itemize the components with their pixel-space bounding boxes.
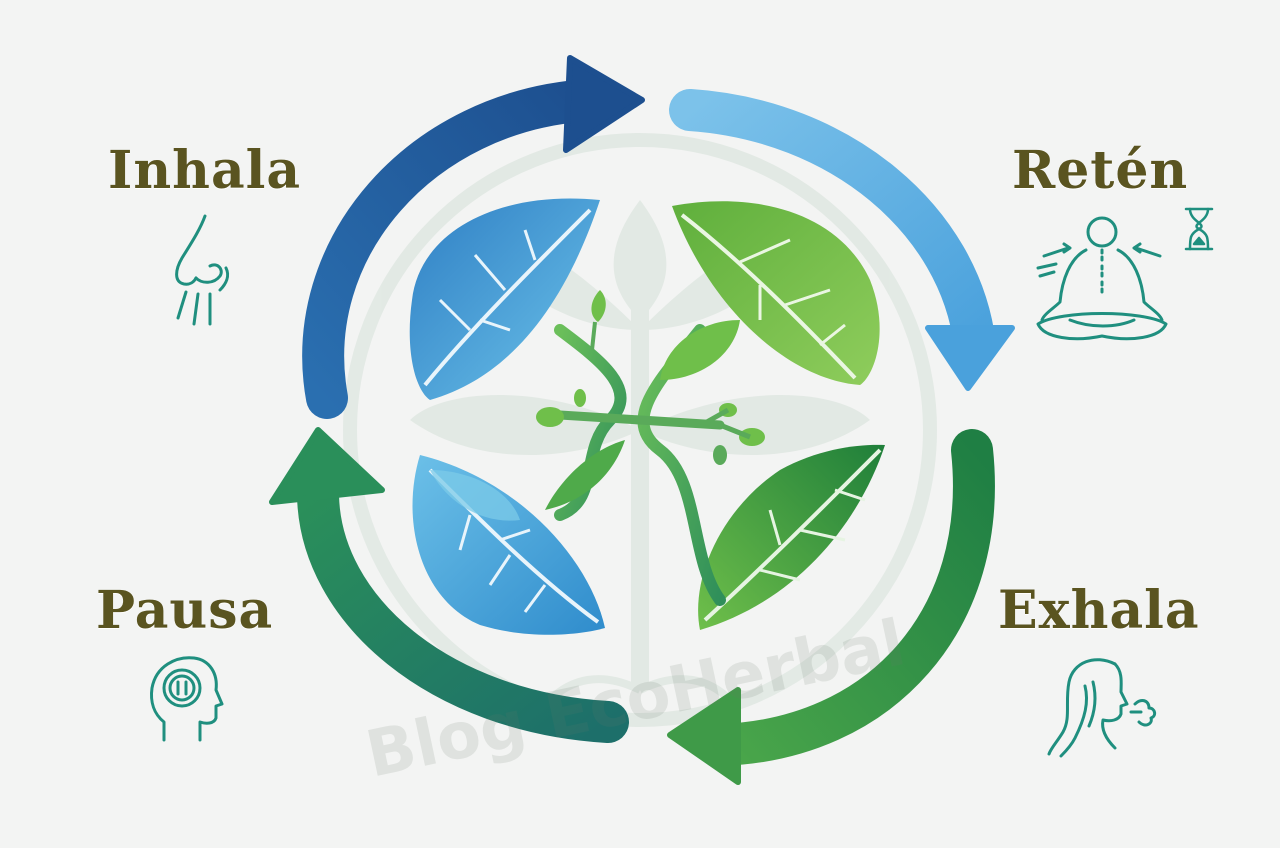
hourglass-icon [1184,207,1214,251]
leaf-light-blue-accent [430,470,520,521]
meditation-hold-icon [1036,216,1168,341]
cycle-arrow-exhala-to-pausa [667,429,995,785]
woman-exhale-icon [1047,658,1157,758]
head-pause-icon [150,656,224,742]
cycle-arrow-pausa-to-inhala [269,427,629,743]
cycle-arrow-inhala-to-reten [302,55,645,419]
step-label-exhala: Exhala [998,580,1200,641]
leaf-green-top-right [672,201,880,385]
step-label-reten: Retén [1012,140,1189,201]
step-label-pausa: Pausa [96,580,274,641]
central-sprouts [536,290,765,606]
step-label-inhala: Inhala [108,140,302,201]
leaf-blue-top-left [409,198,600,400]
cycle-arrow-reten-to-exhala [669,89,1015,391]
nose-inhale-icon [175,214,230,326]
leaf-green-bottom-right [698,444,885,630]
